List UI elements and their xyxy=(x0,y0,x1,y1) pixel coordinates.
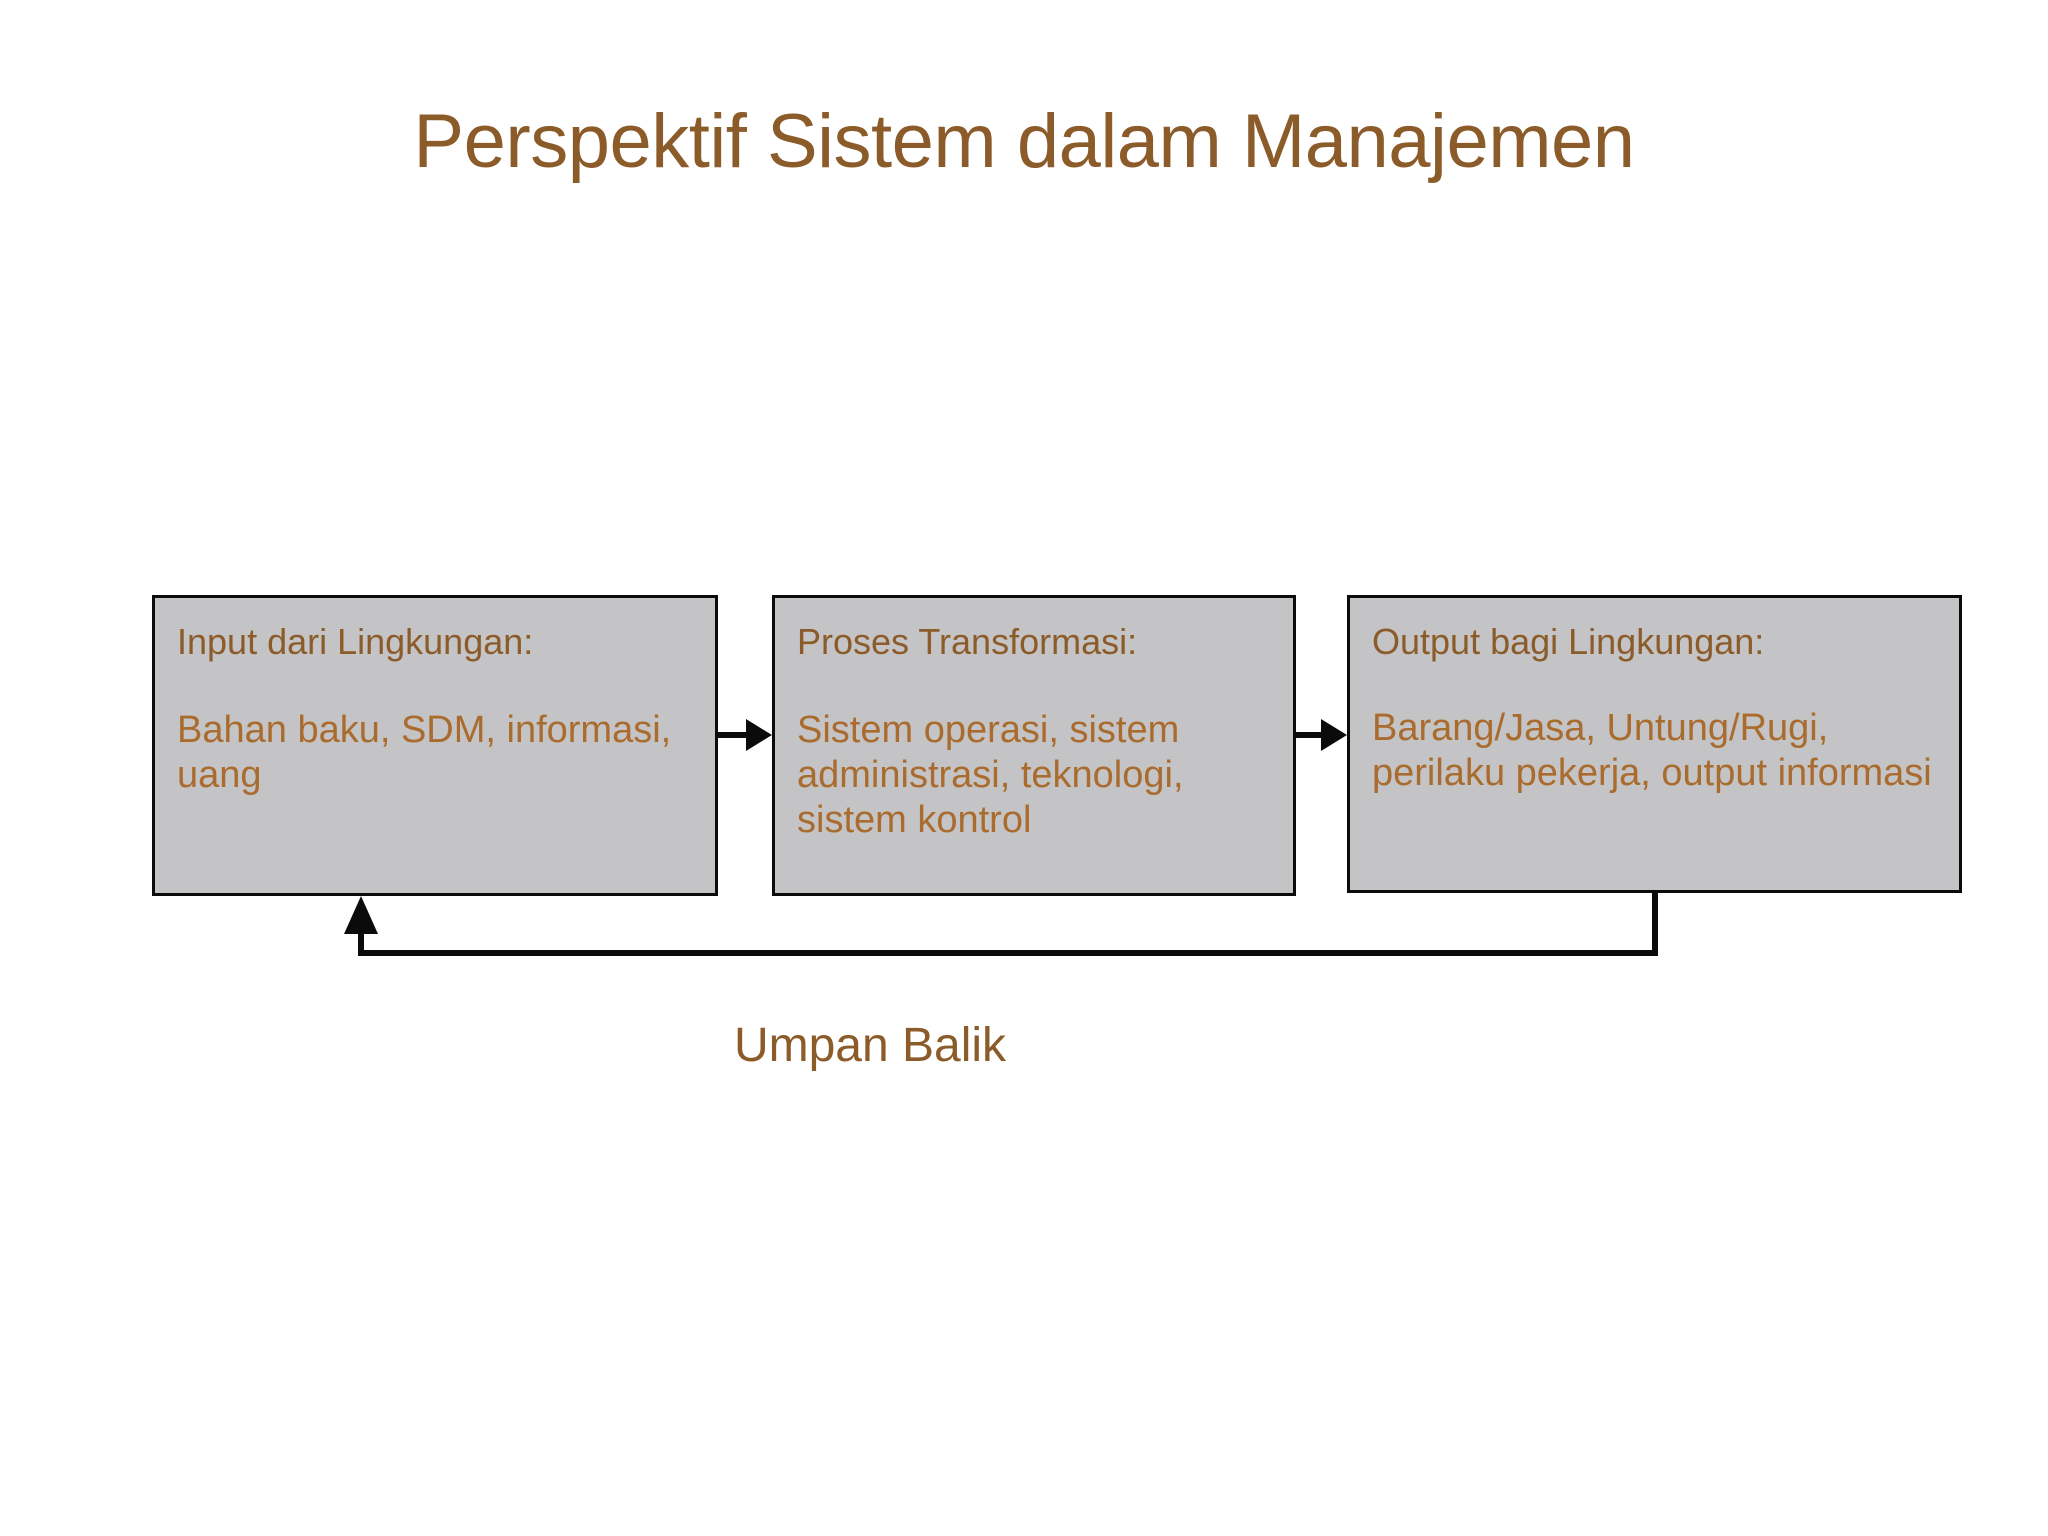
feedback-label: Umpan Balik xyxy=(733,1019,1007,1072)
arrow-shaft xyxy=(1296,732,1323,738)
box-proses-body: Sistem operasi, sistem administrasi, tek… xyxy=(797,709,1184,841)
diagram-box-proses[interactable]: Proses Transformasi: Sistem operasi, sis… xyxy=(772,595,1296,896)
box-output-heading: Output bagi Lingkungan: xyxy=(1372,621,1765,662)
box-output-body: Barang/Jasa, Untung/Rugi, perilaku peker… xyxy=(1372,707,1932,795)
diagram-box-output[interactable]: Output bagi Lingkungan: Barang/Jasa, Unt… xyxy=(1347,595,1962,893)
feedback-line-left-segment xyxy=(358,930,364,956)
box-input-heading: Input dari Lingkungan: xyxy=(177,621,534,662)
arrow-shaft xyxy=(718,732,748,738)
box-input-body: Bahan baku, SDM, informasi, uang xyxy=(177,709,672,797)
arrow-head xyxy=(746,719,772,751)
box-proses-heading: Proses Transformasi: xyxy=(797,621,1138,662)
page-title: Perspektif Sistem dalam Manajemen xyxy=(413,99,1635,184)
feedback-line-bottom-segment xyxy=(358,950,1658,956)
diagram-box-input[interactable]: Input dari Lingkungan: Bahan baku, SDM, … xyxy=(152,595,718,896)
arrow-head xyxy=(1321,719,1347,751)
feedback-arrow-head-icon xyxy=(344,896,378,934)
feedback-line-right-segment xyxy=(1652,893,1658,956)
